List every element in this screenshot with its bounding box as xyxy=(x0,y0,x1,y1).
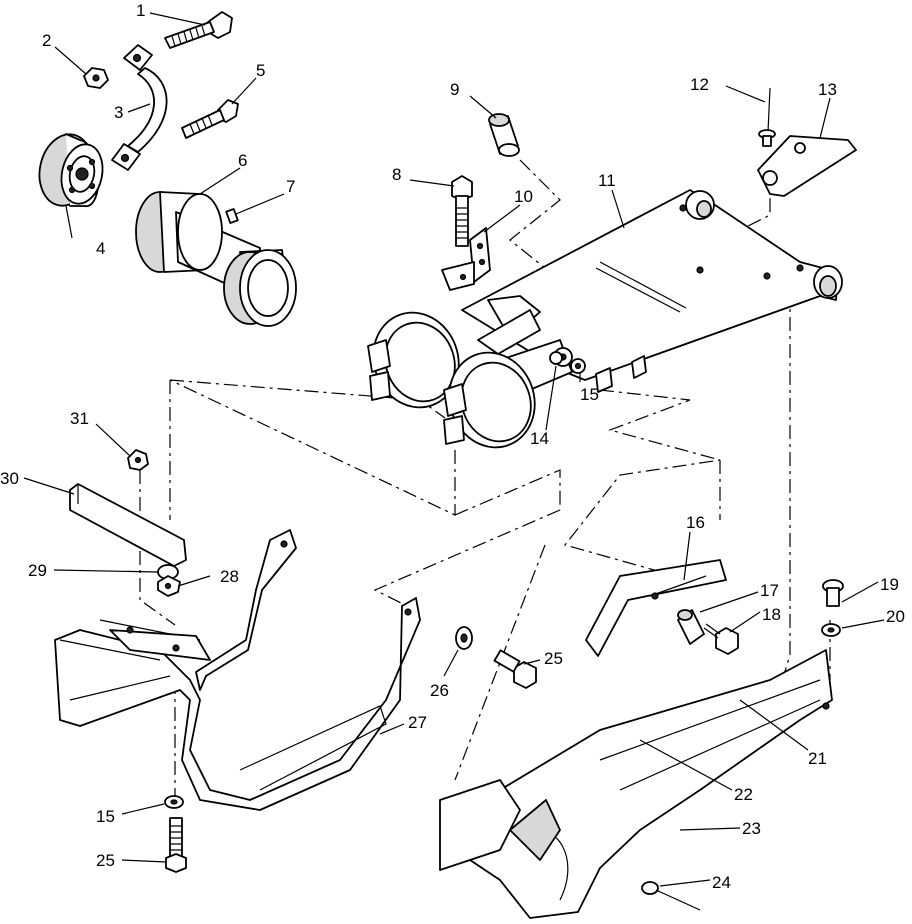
part-27-bumper xyxy=(54,529,421,811)
callout-15-lower: 15 xyxy=(96,807,115,826)
callout-26: 26 xyxy=(430,681,449,700)
callouts: 1 2 3 4 5 6 7 8 9 10 11 12 13 14 15 16 1… xyxy=(0,1,905,892)
part-26-washer xyxy=(455,626,473,650)
callout-13: 13 xyxy=(818,80,837,99)
callout-22: 22 xyxy=(734,785,753,804)
callout-11: 11 xyxy=(598,171,616,190)
part-2-nut xyxy=(83,67,109,89)
part-12-rivet xyxy=(758,87,776,147)
callout-8: 8 xyxy=(392,165,401,184)
part-1-bolt xyxy=(164,11,233,49)
part-6-axle-tube xyxy=(135,191,297,327)
callout-25-upper: 25 xyxy=(544,649,563,668)
part-24-push-pin xyxy=(641,881,701,911)
callout-18: 18 xyxy=(762,605,781,624)
part-8-bolt xyxy=(451,175,473,247)
part-19-bolt xyxy=(822,579,844,607)
part-18-bolt xyxy=(703,623,739,655)
callout-30: 30 xyxy=(0,469,19,488)
callout-12: 12 xyxy=(690,75,709,94)
leader-lines xyxy=(23,12,885,887)
callout-29: 29 xyxy=(28,561,47,580)
part-5-bolt xyxy=(181,99,239,139)
callout-24: 24 xyxy=(712,873,731,892)
callout-1: 1 xyxy=(136,1,145,20)
part-4-bearing xyxy=(38,133,104,207)
callout-21: 21 xyxy=(808,749,827,768)
callout-19: 19 xyxy=(880,575,899,594)
part-25-bolt-lower xyxy=(165,817,187,873)
part-11-swing-arm xyxy=(367,189,843,449)
part-15-washer-lower xyxy=(164,795,184,809)
part-21-23-chain-guard xyxy=(439,649,833,919)
part-17-spacer xyxy=(677,609,705,645)
part-7-fitting xyxy=(225,208,239,224)
callout-9: 9 xyxy=(450,80,459,99)
callout-23: 23 xyxy=(742,819,761,838)
part-20-washer xyxy=(821,623,841,637)
callout-14: 14 xyxy=(530,429,549,448)
callout-5: 5 xyxy=(256,61,265,80)
phantom-lines xyxy=(139,159,831,800)
callout-20: 20 xyxy=(886,607,905,626)
callout-31: 31 xyxy=(70,409,89,428)
callout-10: 10 xyxy=(514,187,533,206)
callout-27: 27 xyxy=(408,713,427,732)
part-28-29-nut-washer xyxy=(157,564,181,597)
callout-25-lower: 25 xyxy=(96,851,115,870)
part-9-bushing xyxy=(488,113,520,157)
callout-4: 4 xyxy=(96,239,105,258)
callout-16: 16 xyxy=(686,513,705,532)
callout-3: 3 xyxy=(114,103,123,122)
part-10-bracket xyxy=(441,227,491,291)
part-3-saddle-clamp xyxy=(111,44,168,171)
part-16-bracket xyxy=(585,559,727,657)
part-14-spacer xyxy=(549,351,563,365)
callout-2: 2 xyxy=(42,31,51,50)
callout-17: 17 xyxy=(760,581,779,600)
callout-6: 6 xyxy=(238,151,247,170)
callout-28: 28 xyxy=(220,567,239,586)
callout-7: 7 xyxy=(286,177,295,196)
part-30-plate xyxy=(69,483,187,567)
part-13-plate xyxy=(757,135,857,197)
part-31-nut xyxy=(127,449,149,471)
part-25-bolt-upper xyxy=(493,649,537,689)
callout-15-upper: 15 xyxy=(580,385,599,404)
